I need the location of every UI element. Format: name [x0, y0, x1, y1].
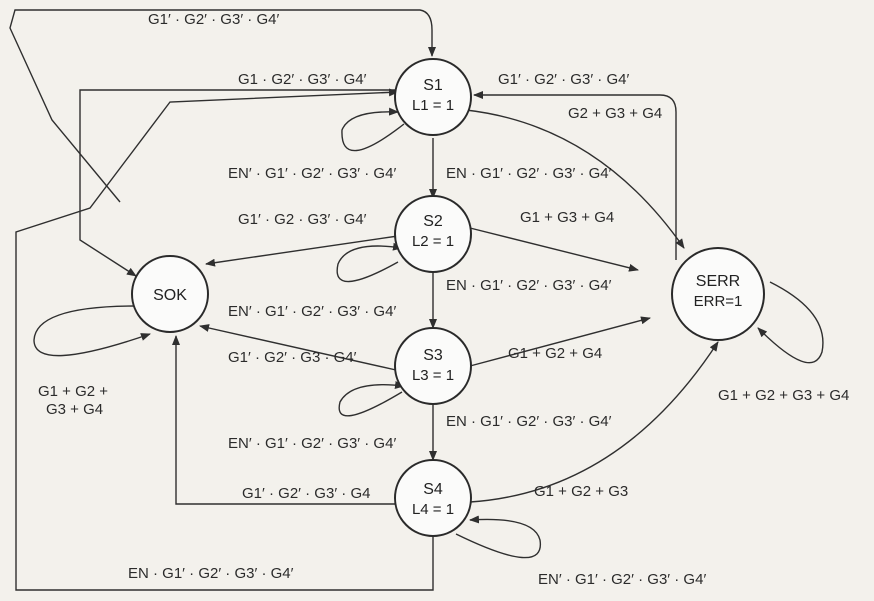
state-s1: S1 L1 = 1	[394, 58, 472, 136]
state-s4-name: S4	[423, 481, 443, 498]
state-serr-name: SERR	[696, 273, 740, 290]
edge-s4-to-sok	[172, 335, 396, 505]
edge-s1-to-serr	[465, 109, 685, 249]
label-s1-to-sok: G1 · G2′ · G3′ · G4′	[238, 71, 367, 88]
state-s3-name: S3	[423, 347, 443, 364]
state-sok: SOK	[131, 255, 209, 333]
label-s1-self: EN′ · G1′ · G2′ · G3′ · G4′	[228, 165, 396, 182]
label-s4-to-serr: G1 + G2 + G3	[534, 483, 628, 500]
state-serr: SERR ERR=1	[671, 247, 765, 341]
edge-s4-to-serr	[469, 341, 719, 503]
label-s1-to-s2: EN · G1′ · G2′ · G3′ · G4′	[446, 165, 612, 182]
edge-s4-self	[455, 515, 541, 559]
label-sok-self-line2: G3 + G4	[46, 401, 103, 418]
edge-s1-to-sok	[79, 89, 400, 277]
edge-s3-self	[338, 380, 405, 417]
state-s3-output: L3 = 1	[412, 367, 454, 384]
label-sok-self-line1: G1 + G2 +	[38, 383, 108, 400]
state-s2-name: S2	[423, 213, 443, 230]
state-serr-output: ERR=1	[694, 293, 743, 310]
state-s4: S4 L4 = 1	[394, 459, 472, 537]
label-s3-to-s4: EN · G1′ · G2′ · G3′ · G4′	[446, 413, 612, 430]
label-s2-to-sok: G1′ · G2 · G3′ · G4′	[238, 211, 367, 228]
state-s2: S2 L2 = 1	[394, 195, 472, 273]
label-s3-to-sok: G1′ · G2′ · G3 · G4′	[228, 349, 357, 366]
edge-serr-self	[757, 281, 824, 364]
edge-s1-self	[341, 107, 405, 152]
label-s1-to-serr: G2 + G3 + G4	[568, 105, 662, 122]
edge-s2-to-serr	[469, 227, 639, 272]
label-serr-to-s1: G1′ · G2′ · G3′ · G4′	[498, 71, 629, 88]
edge-sok-self	[33, 305, 151, 357]
label-sok-to-s1: G1′ · G2′ · G3′ · G4′	[148, 11, 279, 28]
label-s4-to-s1: EN · G1′ · G2′ · G3′ · G4′	[128, 565, 294, 582]
edge-s4-to-s1	[15, 88, 434, 591]
state-s2-output: L2 = 1	[412, 233, 454, 250]
label-serr-self: G1 + G2 + G3 + G4	[718, 387, 849, 404]
label-s4-to-sok: G1′ · G2′ · G3′ · G4	[242, 485, 370, 502]
label-s3-to-serr: G1 + G2 + G4	[508, 345, 602, 362]
label-s2-self: EN′ · G1′ · G2′ · G3′ · G4′	[228, 303, 396, 320]
edge-s3-to-sok	[199, 324, 397, 371]
label-s2-to-serr: G1 + G3 + G4	[520, 209, 614, 226]
state-s1-output: L1 = 1	[412, 97, 454, 114]
state-s4-output: L4 = 1	[412, 501, 454, 518]
edge-s2-to-sok	[205, 235, 399, 267]
state-s1-name: S1	[423, 77, 443, 94]
label-s3-self: EN′ · G1′ · G2′ · G3′ · G4′	[228, 435, 396, 452]
edge-serr-to-s1	[473, 91, 677, 260]
label-s2-to-s3: EN · G1′ · G2′ · G3′ · G4′	[446, 277, 612, 294]
edge-s2-self	[336, 242, 403, 283]
state-s3: S3 L3 = 1	[394, 327, 472, 405]
state-sok-name: SOK	[153, 287, 187, 304]
edge-sok-to-s1	[9, 9, 436, 203]
label-s4-self: EN′ · G1′ · G2′ · G3′ · G4′	[538, 571, 706, 588]
edge-s3-to-serr	[469, 316, 651, 367]
